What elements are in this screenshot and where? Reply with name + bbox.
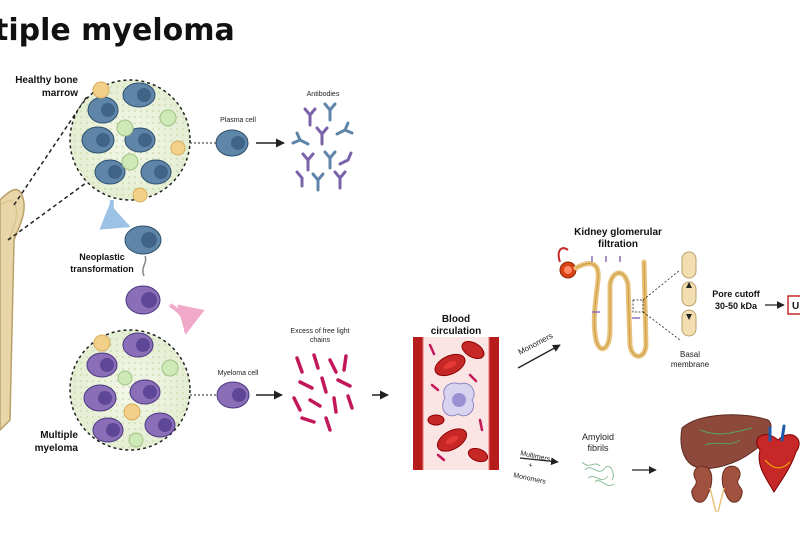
- basal-membrane-label-2: membrane: [671, 360, 710, 369]
- squiggle-connector: [142, 255, 147, 277]
- vessel-light-chains: [428, 343, 484, 462]
- neoplastic-label-2: transformation: [70, 264, 134, 274]
- multimers-label-2: +: [528, 462, 533, 470]
- multimers-label-3: Monomers: [513, 472, 547, 486]
- plasma-cell-label: Plasma cell: [220, 117, 256, 124]
- other-marrow-cells: [92, 81, 186, 203]
- myeloma-cell-transformed: [125, 285, 161, 315]
- kidneys-organ: [691, 465, 743, 513]
- myeloma-cell: [216, 381, 250, 409]
- kidney-label-1: Kidney glomerular: [574, 227, 662, 238]
- plasma-cell-cluster: [81, 82, 172, 185]
- urine-box: U: [787, 295, 800, 315]
- urine-label: U: [792, 301, 799, 312]
- antibodies-label: Antibodies: [307, 91, 340, 98]
- amyloid-fibrils: [581, 461, 615, 486]
- arrow-healthy-to-transforming: [99, 199, 131, 230]
- zoom-line-kidney-1: [642, 269, 681, 301]
- flc-label-1: Excess of free light: [290, 328, 349, 335]
- multiple-myeloma-label-2: myeloma: [35, 443, 79, 454]
- liver-organ: [680, 414, 772, 469]
- heart-organ: [756, 424, 800, 493]
- zoom-line-kidney-2: [642, 311, 681, 341]
- white-blood-cell: [442, 382, 475, 417]
- blood-circulation-label-2: circulation: [431, 326, 482, 337]
- pore-cutoff-label-1: Pore cutoff: [712, 289, 761, 299]
- zoom-line-bottom: [7, 179, 91, 241]
- multimers-label-1: Multimers: [520, 450, 552, 463]
- plasma-cell: [215, 129, 249, 157]
- basal-membrane: [681, 251, 697, 337]
- multiple-myeloma-label-1: Multiple: [40, 430, 78, 441]
- arrow-transform-to-myeloma: [168, 303, 205, 335]
- arrow-multimers: [519, 457, 559, 466]
- healthy-marrow-label-2: marrow: [42, 88, 78, 99]
- zoom-line-top: [13, 94, 89, 206]
- healthy-marrow-circle: [69, 79, 191, 203]
- transforming-plasma-cell: [124, 225, 162, 255]
- red-blood-cells: [427, 340, 489, 463]
- pore-cutoff-label-2: 30-50 kDa: [715, 301, 758, 311]
- myeloma-cell-cluster: [83, 332, 176, 443]
- myeloma-marrow-circle: [69, 329, 191, 451]
- femur-bone: [0, 188, 25, 432]
- antibodies-cluster: [291, 102, 354, 192]
- myeloma-cell-label: Myeloma cell: [218, 370, 259, 377]
- page-title: tiple myeloma: [0, 13, 235, 48]
- zoom-box: [632, 299, 644, 313]
- nephron: [557, 247, 649, 359]
- neoplastic-label-1: Neoplastic: [79, 252, 125, 262]
- healthy-marrow-label-1: Healthy bone: [15, 75, 78, 86]
- arrow-monomers: [517, 344, 561, 369]
- monomers-label: Monomers: [517, 331, 555, 357]
- amyloid-label-2: fibrils: [587, 443, 609, 453]
- amyloid-label-1: Amyloid: [582, 432, 614, 442]
- other-marrow-cells-2: [93, 334, 179, 448]
- basal-membrane-label-1: Basal: [680, 350, 700, 359]
- free-light-chains-cluster: [292, 353, 354, 432]
- blood-circulation-label-1: Blood: [442, 314, 470, 325]
- kidney-label-2: filtration: [598, 239, 638, 250]
- flc-label-2: chains: [310, 337, 331, 344]
